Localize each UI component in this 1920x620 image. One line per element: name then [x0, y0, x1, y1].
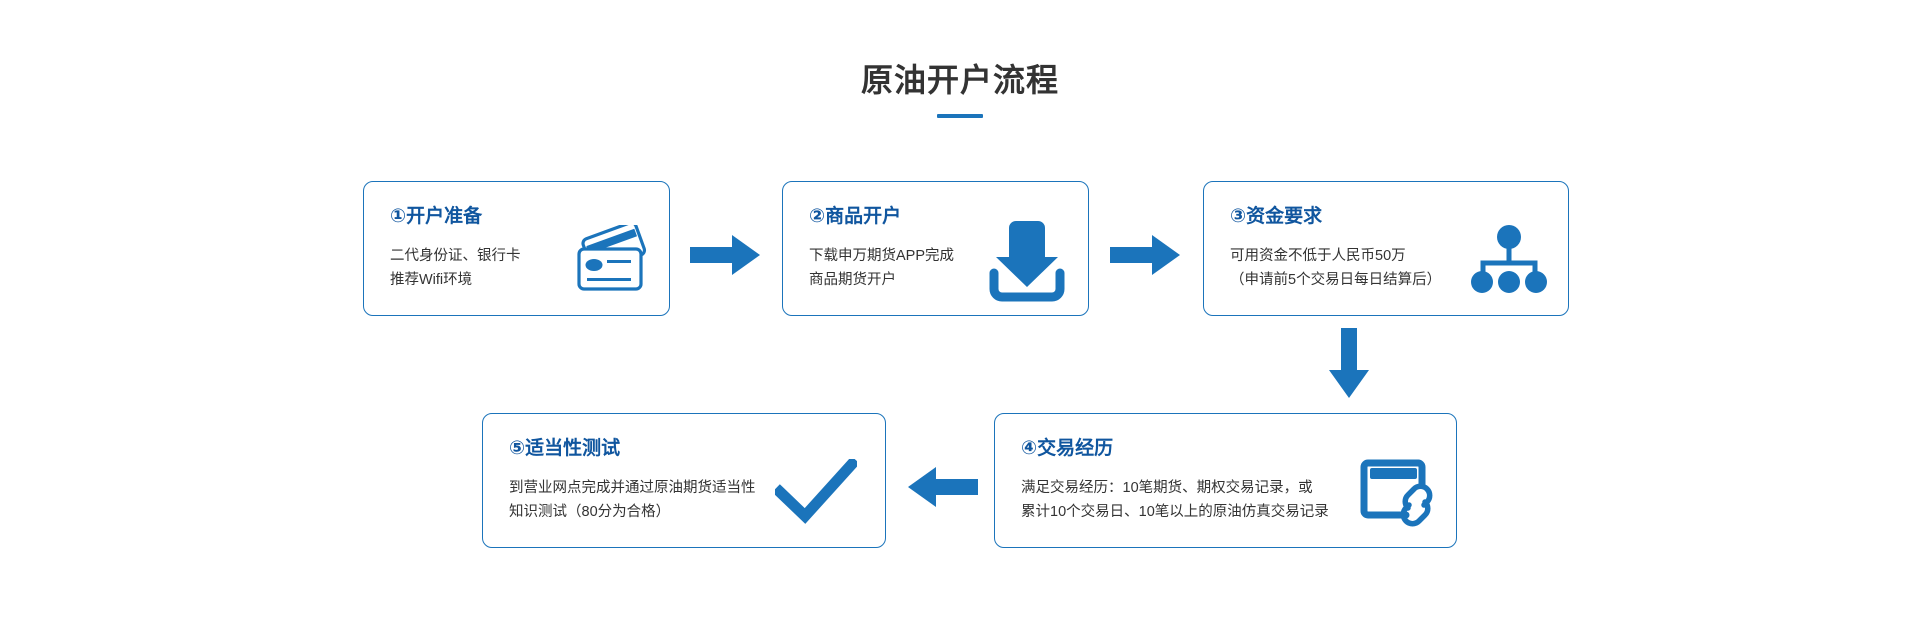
step-1-content: ①开户准备 二代身份证、银行卡 推荐Wifi环境 — [390, 204, 669, 292]
step-3-heading: ③资金要求 — [1230, 206, 1323, 227]
step-card-1[interactable]: ①开户准备 二代身份证、银行卡 推荐Wifi环境 — [363, 181, 670, 316]
step-4-line-1: 满足交易经历：10笔期货、期权交易记录，或 — [1021, 480, 1313, 496]
step-card-5[interactable]: ⑤适当性测试 到营业网点完成并通过原油期货适当性 知识测试（80分为合格） — [482, 413, 886, 548]
step-5-line-2: 知识测试（80分为合格） — [509, 504, 671, 520]
step-3-line-2: （申请前5个交易日每日结算后） — [1230, 272, 1442, 288]
arrow-step1-to-step2 — [690, 233, 762, 277]
step-3-content: ③资金要求 可用资金不低于人民币50万 （申请前5个交易日每日结算后） — [1230, 204, 1568, 292]
step-card-4[interactable]: ④交易经历 满足交易经历：10笔期货、期权交易记录，或 累计10个交易日、10笔… — [994, 413, 1457, 548]
step-2-line-2: 商品期货开户 — [809, 272, 896, 288]
step-3-line-1: 可用资金不低于人民币50万 — [1230, 248, 1406, 264]
step-5-line-1: 到营业网点完成并通过原油期货适当性 — [509, 480, 756, 496]
step-4-heading: ④交易经历 — [1021, 438, 1114, 459]
step-4-body: 满足交易经历：10笔期货、期权交易记录，或 累计10个交易日、10笔以上的原油仿… — [1021, 476, 1456, 524]
step-2-body: 下载申万期货APP完成 商品期货开户 — [809, 244, 1088, 292]
page-title: 原油开户流程 — [860, 62, 1059, 98]
step-5-heading: ⑤适当性测试 — [509, 438, 621, 459]
step-3-body: 可用资金不低于人民币50万 （申请前5个交易日每日结算后） — [1230, 244, 1568, 292]
step-2-heading: ②商品开户 — [809, 206, 902, 227]
step-1-line-2: 推荐Wifi环境 — [390, 272, 473, 288]
step-card-2[interactable]: ②商品开户 下载申万期货APP完成 商品期货开户 — [782, 181, 1089, 316]
arrow-step3-to-step4 — [1327, 328, 1371, 400]
step-2-content: ②商品开户 下载申万期货APP完成 商品期货开户 — [809, 204, 1088, 292]
step-1-heading: ①开户准备 — [390, 206, 483, 227]
step-card-3[interactable]: ③资金要求 可用资金不低于人民币50万 （申请前5个交易日每日结算后） — [1203, 181, 1569, 316]
step-5-content: ⑤适当性测试 到营业网点完成并通过原油期货适当性 知识测试（80分为合格） — [509, 436, 885, 524]
step-1-body: 二代身份证、银行卡 推荐Wifi环境 — [390, 244, 669, 292]
title-underline — [937, 114, 983, 118]
step-5-body: 到营业网点完成并通过原油期货适当性 知识测试（80分为合格） — [509, 476, 885, 524]
step-4-content: ④交易经历 满足交易经历：10笔期货、期权交易记录，或 累计10个交易日、10笔… — [1021, 436, 1456, 524]
step-4-line-2: 累计10个交易日、10笔以上的原油仿真交易记录 — [1021, 504, 1329, 520]
arrow-step4-to-step5 — [906, 465, 978, 509]
step-2-line-1: 下载申万期货APP完成 — [809, 248, 955, 264]
arrow-step2-to-step3 — [1110, 233, 1182, 277]
title-block: 原油开户流程 — [0, 60, 1920, 118]
step-1-line-1: 二代身份证、银行卡 — [390, 248, 521, 264]
